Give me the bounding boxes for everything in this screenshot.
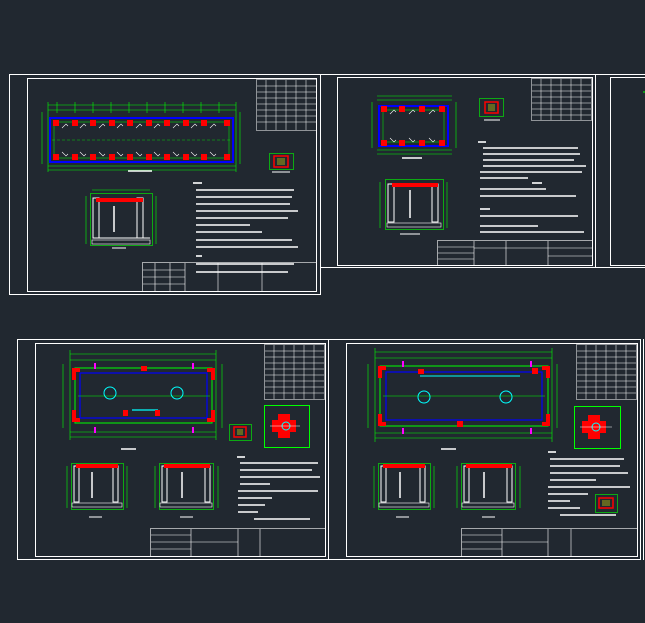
sheet-3-section-view-b <box>154 463 219 518</box>
sheet-3-section-view-a <box>66 463 128 518</box>
sheet-4-design-notes <box>548 451 630 516</box>
sheet-2-column-detail <box>479 98 504 121</box>
sheet-3-plan-view[interactable] <box>62 350 223 450</box>
sheet-3-corner-detail <box>264 405 310 448</box>
sheet-2-revision-table <box>531 78 592 121</box>
sheet-3-column-detail-a <box>229 424 252 441</box>
sheet-5-outer-border <box>595 74 645 268</box>
sheet-4-section-view-a <box>373 463 435 518</box>
sheet-3-title-block <box>150 528 326 557</box>
sheet-1-column-detail <box>269 153 294 173</box>
plan-rebar-hooks <box>61 123 217 157</box>
drawing-sheet-3[interactable] <box>17 339 329 560</box>
plan-outer-wall <box>49 117 234 163</box>
sheet-4-revision-table <box>576 344 637 400</box>
sheet-2-design-notes <box>478 141 586 233</box>
sheet-1-revision-table <box>256 79 317 131</box>
drawing-sheet-1[interactable] <box>9 74 321 295</box>
sheet-2-section-view <box>379 179 448 235</box>
sheet-4-outer-border <box>328 339 641 560</box>
sheet-4-corner-detail <box>574 406 621 449</box>
plan-dimension-ticks <box>56 102 220 113</box>
sheet-1-plan-view[interactable] <box>41 102 241 172</box>
sheet-4-title-block <box>461 528 638 557</box>
sheet-1-title-block <box>142 262 317 292</box>
sheet-3-design-notes <box>237 456 320 520</box>
drawing-sheet-2[interactable] <box>320 74 596 268</box>
sheet-5-inner-border <box>610 77 645 266</box>
sheet-2-title-block <box>437 240 593 266</box>
sheet-3-revision-table <box>264 344 325 400</box>
plan-dimension-lines <box>41 102 241 172</box>
pipe-opening-circle <box>170 386 184 400</box>
drawing-sheet-4[interactable] <box>328 339 644 560</box>
pipe-opening-circle <box>103 386 117 400</box>
sheet-4-column-detail <box>595 494 618 513</box>
pipe-opening-circle <box>417 390 431 404</box>
sheet-4-plan-view[interactable] <box>367 348 558 450</box>
sheet-1-design-notes <box>193 182 298 273</box>
sheet-2-plan-view[interactable] <box>371 95 457 159</box>
sheet-1-section-view <box>85 189 157 249</box>
sheet-4-section-view-b <box>456 463 521 518</box>
plan-column-row-bottom <box>53 154 230 160</box>
pipe-opening-circle <box>499 390 513 404</box>
plan-column-row-top <box>53 120 230 126</box>
